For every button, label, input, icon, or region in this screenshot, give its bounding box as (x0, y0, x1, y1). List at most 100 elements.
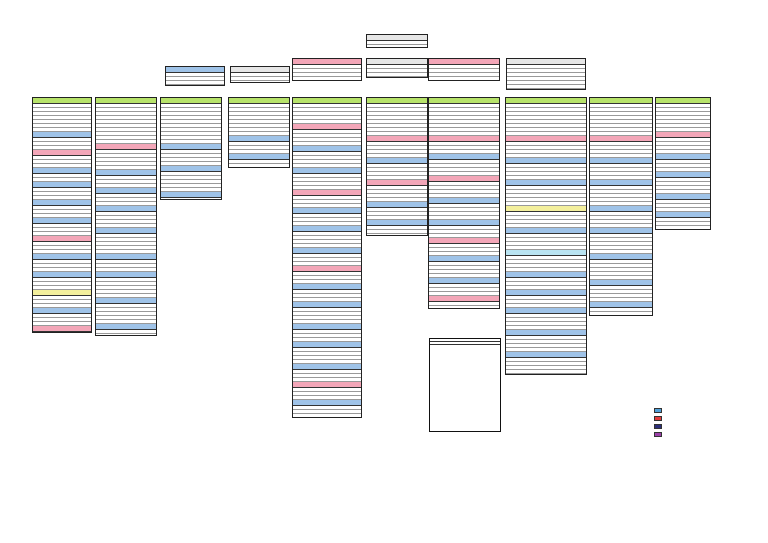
block-row (293, 164, 361, 168)
block-row (506, 202, 586, 206)
block-row (429, 73, 499, 77)
block-row (656, 150, 710, 154)
block-header (293, 364, 361, 370)
block-header (590, 206, 652, 212)
block-row (96, 112, 156, 116)
block-header (96, 206, 156, 212)
block-row (293, 182, 361, 186)
block-header (506, 136, 586, 142)
block-row (429, 120, 499, 124)
block-row (96, 246, 156, 250)
block-header (33, 308, 91, 314)
block-row (293, 69, 361, 73)
block-row (506, 172, 586, 176)
block-row (33, 210, 91, 214)
block-row (293, 200, 361, 204)
block-row (229, 120, 289, 124)
block-row (506, 238, 586, 242)
block-row (656, 124, 710, 128)
block-row (33, 314, 91, 318)
block-header (506, 206, 586, 212)
block-row (293, 236, 361, 240)
block-row (293, 330, 361, 334)
block-header (506, 250, 586, 256)
block-header (506, 272, 586, 278)
card-divider (430, 341, 500, 342)
block-row (590, 168, 652, 172)
block-header (293, 190, 361, 196)
block-row (590, 290, 652, 294)
block-header (656, 154, 710, 160)
block-row (96, 212, 156, 216)
top-block (165, 66, 225, 86)
block-row (96, 176, 156, 180)
block-row (429, 104, 499, 108)
block-row (229, 108, 289, 112)
block-row (507, 69, 585, 73)
block-row (506, 150, 586, 154)
block-row (656, 178, 710, 182)
block-row (429, 212, 499, 216)
legend-swatch (654, 431, 662, 437)
block-row (429, 216, 499, 220)
legend-entry (612, 421, 672, 429)
block-header (656, 194, 710, 200)
block-row (656, 164, 710, 168)
block-row (161, 172, 221, 176)
block-row (656, 104, 710, 108)
block-header (506, 330, 586, 336)
block-row (166, 85, 224, 86)
block-row (506, 132, 586, 136)
block-row (293, 174, 361, 178)
block-row (33, 174, 91, 178)
block-row (590, 224, 652, 228)
block-row (293, 378, 361, 382)
block-header (367, 158, 427, 164)
block-row (293, 356, 361, 360)
block-row (293, 276, 361, 280)
block-row (367, 198, 427, 202)
block-header (507, 59, 585, 65)
block-row (506, 116, 586, 120)
block-row (229, 142, 289, 146)
block-row (33, 120, 91, 124)
block-row (429, 226, 499, 230)
block-row (506, 234, 586, 238)
block-row (96, 116, 156, 120)
block-row (656, 222, 710, 226)
block-row (506, 128, 586, 132)
block-row (656, 138, 710, 142)
block-header (96, 188, 156, 194)
block-row (96, 278, 156, 282)
block-row (161, 154, 221, 158)
block-row (590, 202, 652, 206)
block-row (367, 172, 427, 176)
block-row (33, 112, 91, 116)
top-block (292, 58, 362, 81)
block-header (429, 176, 499, 182)
block-row (367, 128, 427, 132)
block-row (590, 250, 652, 254)
block-header (506, 308, 586, 314)
block-row (429, 306, 499, 308)
block-row (367, 45, 427, 47)
block-header (590, 136, 652, 142)
block-row (33, 188, 91, 192)
block-row (506, 154, 586, 158)
block-row (96, 108, 156, 112)
block-header (161, 166, 221, 172)
block-row (429, 270, 499, 274)
block-row (96, 312, 156, 316)
block-row (33, 224, 91, 228)
block-row (33, 146, 91, 150)
block-row (429, 252, 499, 256)
top-block (506, 58, 586, 90)
block-row (506, 286, 586, 290)
block-row (367, 164, 427, 168)
block-row (96, 158, 156, 162)
block-row (293, 130, 361, 134)
block-header (33, 98, 91, 104)
block-row (590, 220, 652, 224)
block-row (590, 272, 652, 276)
